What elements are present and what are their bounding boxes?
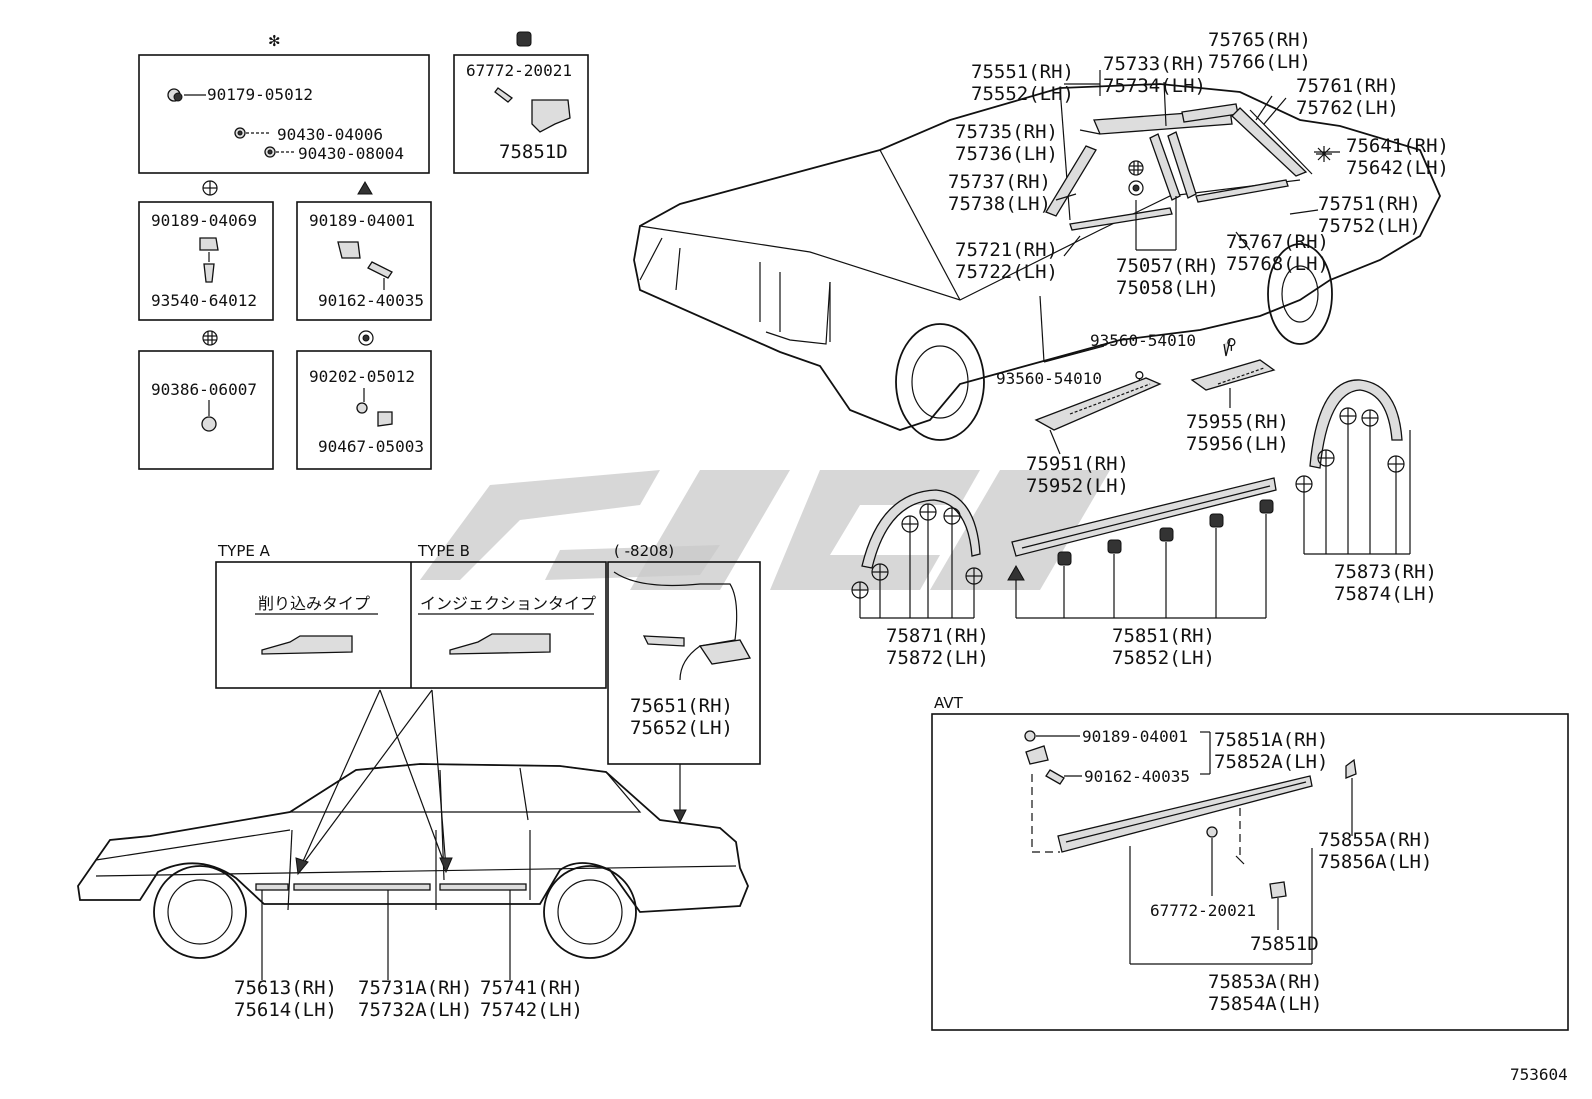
part-number: 75641(RH) <box>1346 135 1449 157</box>
type-comparison-box: TYPE A TYPE B 削り込みタイプ インジェクションタイプ <box>215 542 607 689</box>
watermark-logo <box>420 470 1110 590</box>
date-range-label: ( -8208) <box>614 542 674 560</box>
part-number: 75873(RH) <box>1334 561 1437 583</box>
part-number: 75765(RH) <box>1208 29 1311 51</box>
part-number: 75742(LH) <box>480 999 583 1021</box>
part-number: 75057(RH) <box>1116 255 1219 277</box>
part-number: 75732A(LH) <box>358 999 472 1021</box>
scuff-plates: 75955(RH) 75956(LH) 75951(RH) 75952(LH) <box>1026 359 1289 497</box>
part-number: 90189-04001 <box>1082 727 1188 746</box>
part-number: 75642(LH) <box>1346 157 1449 179</box>
legend-box-grid-circle: 90386-06007 <box>138 330 274 470</box>
front-wheel-arch-molding: 75871(RH) 75872(LH) <box>851 489 989 669</box>
part-number: 67772-20021 <box>1150 901 1256 920</box>
part-number: 75736(LH) <box>955 143 1058 165</box>
part-number: 75752(LH) <box>1318 215 1421 237</box>
part-number: 75767(RH) <box>1226 231 1329 253</box>
part-number: 75856A(LH) <box>1318 851 1432 873</box>
type-a-description: 削り込みタイプ <box>258 594 370 613</box>
screw-icon: ⚲ <box>1134 368 1145 386</box>
part-number: 90189-04069 <box>151 211 257 230</box>
part-number: 75872(LH) <box>886 647 989 669</box>
part-number: 90179-05012 <box>207 85 313 104</box>
part-number: 93560-54010 <box>996 369 1102 388</box>
part-number: 90467-05003 <box>318 437 424 456</box>
screw-icon: ⚲ <box>1226 335 1237 353</box>
rocker-molding: 75851(RH) 75852(LH) <box>1007 477 1277 669</box>
type-b-description: インジェクションタイプ <box>420 594 596 613</box>
part-number: 90189-04001 <box>309 211 415 230</box>
part-number: 75722(LH) <box>955 261 1058 283</box>
part-number: 75851A(RH) <box>1214 729 1328 751</box>
square-symbol-icon <box>516 31 532 47</box>
part-number: 75058(LH) <box>1116 277 1219 299</box>
part-number: 75614(LH) <box>234 999 337 1021</box>
part-number: 75734(LH) <box>1103 75 1206 97</box>
part-number: 75851D <box>1250 933 1319 955</box>
part-number: 75768(LH) <box>1226 253 1329 275</box>
figure-number: 753604 <box>1510 1065 1568 1084</box>
part-number: 75731A(RH) <box>358 977 472 999</box>
legend-box-asterisk: ✻ 90179-05012 90430-04006 90430-08004 <box>138 32 430 174</box>
part-number: 75955(RH) <box>1186 411 1289 433</box>
main-perspective-car: ⚲ ⚲ 75551(RH) 75552(LH) 75733(RH) 75734(… <box>633 29 1449 441</box>
part-number: 93560-54010 <box>1090 331 1196 350</box>
part-number: 75853A(RH) <box>1208 971 1322 993</box>
part-number: 90430-04006 <box>277 125 383 144</box>
part-number: 75651(RH) <box>630 695 733 717</box>
part-number: 93540-64012 <box>151 291 257 310</box>
part-number: 75721(RH) <box>955 239 1058 261</box>
part-number: 75737(RH) <box>948 171 1051 193</box>
avt-box: AVT 90189-04001 90162-40035 75851A(RH) 7… <box>931 694 1569 1031</box>
part-number: 75951(RH) <box>1026 453 1129 475</box>
part-number: 75871(RH) <box>886 625 989 647</box>
part-number: 75874(LH) <box>1334 583 1437 605</box>
part-number: 90202-05012 <box>309 367 415 386</box>
type-b-label: TYPE B <box>417 542 470 560</box>
part-number: 75613(RH) <box>234 977 337 999</box>
side-view-car: 75613(RH) 75614(LH) 75731A(RH) 75732A(LH… <box>77 689 749 1021</box>
part-number: 75855A(RH) <box>1318 829 1432 851</box>
asterisk-symbol-icon: ✻ <box>268 32 281 50</box>
part-number: 75551(RH) <box>971 61 1074 83</box>
part-number: 75852A(LH) <box>1214 751 1328 773</box>
part-number: 75762(LH) <box>1296 97 1399 119</box>
legend-box-triangle: 90189-04001 90162-40035 <box>296 181 432 321</box>
part-number: 75952(LH) <box>1026 475 1129 497</box>
part-number: 90162-40035 <box>318 291 424 310</box>
legend-box-square: 67772-20021 75851D <box>453 31 589 174</box>
part-number: 75766(LH) <box>1208 51 1311 73</box>
part-number: 75854A(LH) <box>1208 993 1322 1015</box>
part-number: 75852(LH) <box>1112 647 1215 669</box>
part-number: 90386-06007 <box>151 380 257 399</box>
part-number: 75552(LH) <box>971 83 1074 105</box>
part-number: 75652(LH) <box>630 717 733 739</box>
part-number: 90430-08004 <box>298 144 404 163</box>
legend-box-circle-plus: 90189-04069 93540-64012 <box>138 180 274 321</box>
part-number: 67772-20021 <box>466 61 572 80</box>
part-number: 75741(RH) <box>480 977 583 999</box>
part-number: 75851D <box>499 141 568 163</box>
part-number: 75733(RH) <box>1103 53 1206 75</box>
part-number: 75751(RH) <box>1318 193 1421 215</box>
grid-circle-symbol-icon <box>202 330 218 346</box>
part-number: 75761(RH) <box>1296 75 1399 97</box>
part-number: 75851(RH) <box>1112 625 1215 647</box>
avt-label: AVT <box>934 694 964 712</box>
part-number: 75956(LH) <box>1186 433 1289 455</box>
part-number: 75738(LH) <box>948 193 1051 215</box>
part-number: 90162-40035 <box>1084 767 1190 786</box>
part-number: 75735(RH) <box>955 121 1058 143</box>
dot-circle-symbol-icon <box>358 330 374 346</box>
rear-wheel-arch-molding: 75873(RH) 75874(LH) <box>1295 379 1437 605</box>
triangle-symbol-icon <box>357 181 373 195</box>
legend-box-dot-circle: 90202-05012 90467-05003 <box>296 330 432 470</box>
date-range-box: ( -8208) 75651(RH) 75652(LH) <box>607 542 761 824</box>
type-a-label: TYPE A <box>217 542 271 560</box>
